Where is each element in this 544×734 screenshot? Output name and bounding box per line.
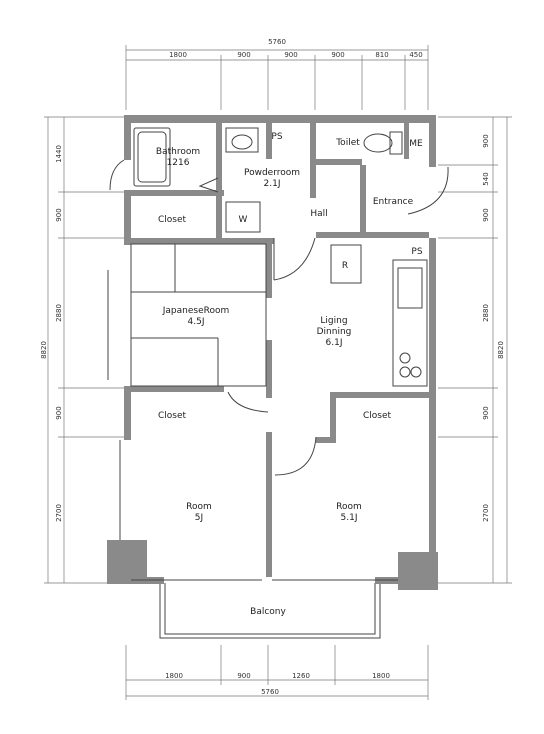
closet-left-label: Closet [158,411,187,421]
washer-label: W [239,215,248,225]
kitchen-counter [392,259,428,387]
room-left-name: Room [186,502,212,512]
japanese-room-size: 4.5J [188,317,205,327]
right-dim-5: 900 [482,406,490,419]
left-dim-1: 1440 [55,145,63,163]
left-dim-3: 2880 [55,304,63,322]
top-dim-1: 1800 [169,51,187,59]
bathtub [133,127,171,187]
bottom-dim-3: 1260 [292,672,310,680]
top-dim-3: 900 [284,51,297,59]
bottom-dim-2: 900 [237,672,250,680]
right-dim-2: 540 [482,172,490,185]
powder-room-name: Powderroom [244,168,300,178]
top-dim-4: 900 [331,51,344,59]
entrance-label: Entrance [373,197,414,207]
bottom-dim-1: 1800 [165,672,183,680]
ps-top-label: PS [271,132,282,142]
japanese-room-name: JapaneseRoom [162,306,230,316]
living-name-1: Liging [320,316,347,326]
balcony [159,583,381,639]
room-right-name: Room [336,502,362,512]
toilet-label: Toilet [335,138,360,148]
balcony-label: Balcony [250,607,286,617]
left-dim-4: 900 [55,406,63,419]
bottom-total-dimension: 5760 [261,688,279,696]
refrigerator-label: R [342,261,348,271]
me-label: ME [409,139,423,149]
bathroom-name: Bathroom [156,147,200,157]
interior-walls [124,123,429,577]
ps-kitchen-label: PS [411,247,422,257]
top-dim-5: 810 [375,51,388,59]
doors [107,159,449,581]
right-dim-3: 900 [482,208,490,221]
right-dim-4: 2880 [482,304,490,322]
left-dim-2: 900 [55,208,63,221]
hall-label: Hall [310,209,327,219]
top-dim-2: 900 [237,51,250,59]
living-name-2: Dinning [317,327,352,337]
toilet-bowl [363,131,403,155]
washbasin [225,127,259,153]
left-dim-5: 2700 [55,504,63,522]
exterior-walls [107,115,438,590]
japanese-room-tatami [130,243,267,387]
left-dimensions: 8820 1440 900 2880 900 2700 [40,116,128,584]
room-labels: Bathroom 1216 PS Powderroom 2.1J Toilet … [156,132,423,617]
room-left-size: 5J [195,513,203,523]
living-size: 6.1J [326,338,343,348]
closet-upper-label: Closet [158,215,187,225]
right-dimensions: 900 540 900 2880 900 2700 8820 [438,116,512,584]
bottom-dim-4: 1800 [372,672,390,680]
right-total-dimension: 8820 [497,341,505,359]
top-total-dimension: 5760 [268,38,286,46]
bottom-dimensions: 1800 900 1260 1800 5760 [125,645,429,700]
room-right-size: 5.1J [341,513,358,523]
top-dimensions: 5760 1800 900 900 900 810 450 [125,38,429,110]
left-total-dimension: 8820 [40,341,48,359]
closet-right-label: Closet [363,411,392,421]
bathroom-size: 1216 [167,158,190,168]
right-dim-1: 900 [482,134,490,147]
washer-space [225,201,261,233]
right-dim-6: 2700 [482,504,490,522]
refrigerator-space [330,244,362,284]
top-dim-6: 450 [409,51,422,59]
powder-room-size: 2.1J [264,179,281,189]
